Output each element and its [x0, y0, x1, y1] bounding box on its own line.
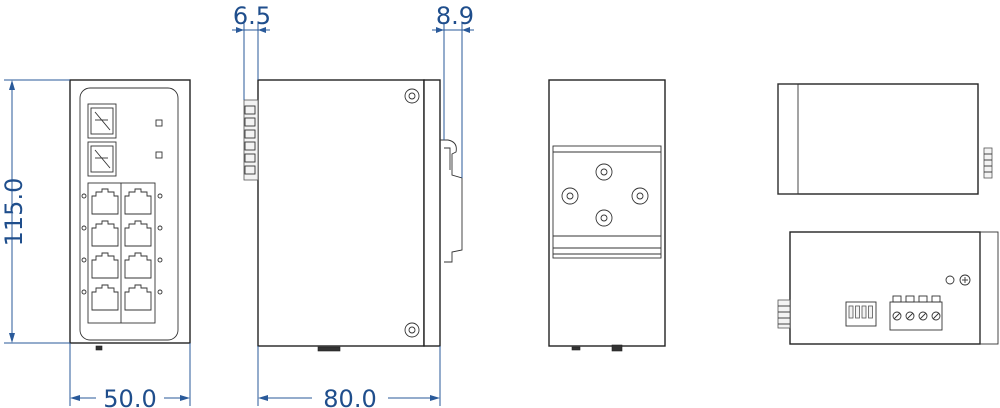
rj45-port [81, 284, 119, 311]
terminal-pin [918, 295, 928, 321]
front-protrusion-dimension: 6.5 [233, 2, 271, 30]
terminal-pin [905, 295, 915, 321]
ground-icon [959, 274, 971, 286]
front-view [69, 79, 191, 351]
dimension-lines: 115.0 50.0 80.0 6.5 8.9 [0, 2, 474, 408]
top-view [777, 83, 993, 195]
rj45-port [81, 188, 119, 215]
sfp-port-group [87, 103, 117, 177]
rj45-port [124, 220, 163, 247]
terminal-pin [892, 295, 902, 321]
side-view [243, 79, 463, 352]
terminal-pin [931, 295, 941, 321]
rj45-port [81, 252, 119, 279]
bottom-view [777, 231, 999, 345]
dip-switch-lever [868, 305, 873, 319]
width-dimension: 50.0 [103, 385, 156, 408]
sfp-port-2 [87, 141, 117, 177]
terminal-block [889, 295, 943, 331]
sfp-port-1 [87, 103, 117, 139]
rj45-port [124, 284, 163, 311]
dip-switch-lever [855, 305, 860, 319]
depth-dimension: 80.0 [323, 385, 376, 408]
dip-switch [845, 301, 877, 327]
rear-view [548, 79, 666, 352]
dip-switch-lever [848, 305, 854, 319]
rj45-port [124, 188, 163, 215]
rj45-port [124, 252, 163, 279]
height-dimension: 115.0 [0, 178, 28, 247]
dip-switch-lever [861, 305, 867, 319]
rail-protrusion-dimension: 8.9 [436, 2, 474, 30]
rj45-port-group [81, 182, 163, 324]
ground-screw [945, 275, 955, 285]
led-indicator [155, 119, 163, 127]
led-indicator [155, 151, 163, 159]
rail-screws [561, 163, 649, 227]
rj45-port [81, 220, 119, 247]
